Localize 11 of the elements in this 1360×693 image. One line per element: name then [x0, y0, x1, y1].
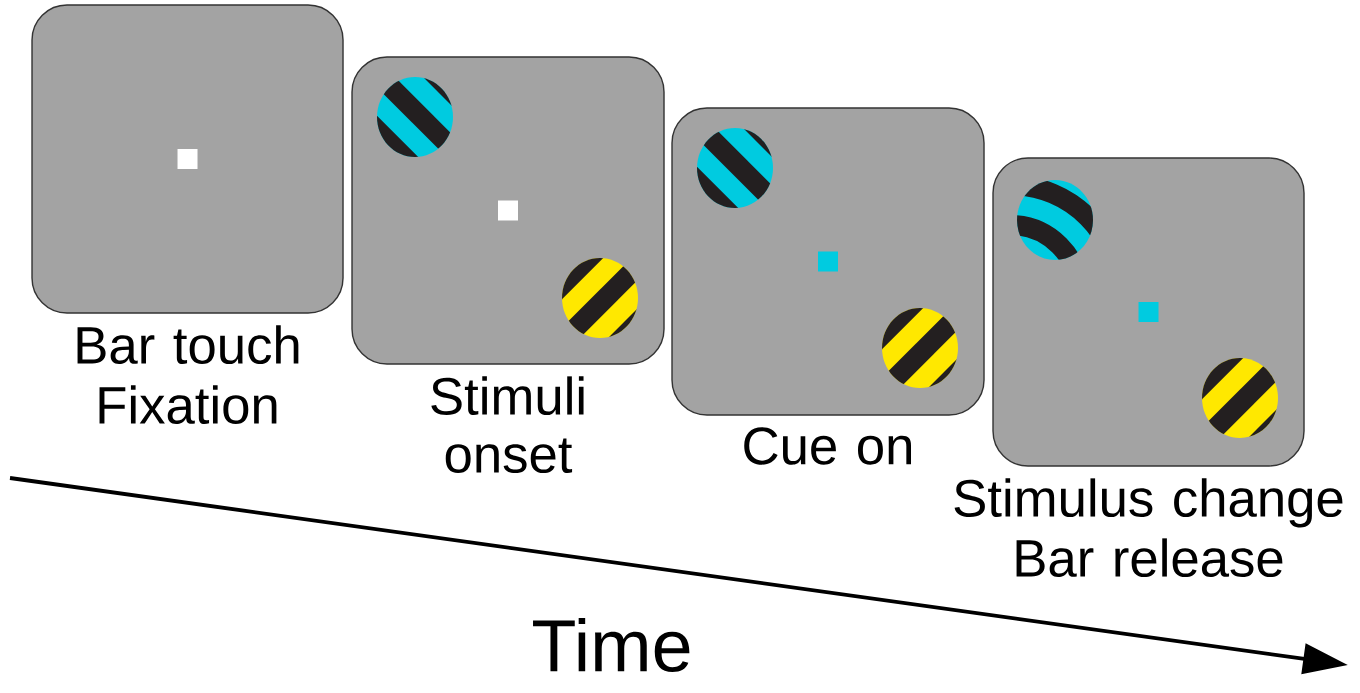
caption-text: Stimulus change	[954, 478, 1343, 528]
caption-text: Stimuli onset	[431, 376, 584, 474]
axis-label: Time	[533, 617, 690, 673]
screen-panel	[671, 107, 985, 416]
screen-panel	[351, 56, 665, 365]
screen-panel	[31, 4, 344, 314]
caption-text: Fixation	[99, 385, 277, 425]
screen-panel	[992, 157, 1305, 467]
caption-text: Bar release	[1016, 538, 1283, 578]
caption-text: Cue on	[744, 427, 911, 465]
caption-text: Bar touch	[77, 325, 299, 365]
